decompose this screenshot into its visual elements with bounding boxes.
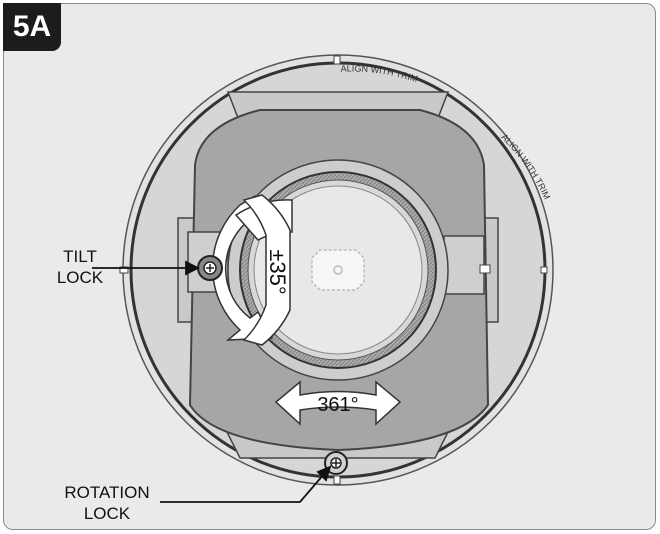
tilt-lock-leader xyxy=(92,260,201,276)
top-rim-notch xyxy=(333,55,341,65)
rotation-lock-label: ROTATION LOCK xyxy=(52,482,162,524)
rotation-lock-label-line1: ROTATION xyxy=(64,483,150,502)
tilt-arc-band xyxy=(242,194,291,346)
left-notch xyxy=(119,266,129,274)
tilt-lock-label: TILT LOCK xyxy=(50,246,110,288)
right-rim-notch xyxy=(540,266,548,274)
step-badge: 5A xyxy=(3,3,61,51)
tilt-lock-label-line1: TILT xyxy=(63,247,97,266)
rotation-lock-screw xyxy=(324,451,348,475)
lens-center-icon xyxy=(311,249,365,291)
tilt-lock-screw xyxy=(197,255,223,281)
bottom-rim-notch xyxy=(333,475,341,485)
rotation-lock-label-line2: LOCK xyxy=(83,504,131,523)
tilt-lock-label-line2: LOCK xyxy=(56,268,104,287)
rotation-lock-leader xyxy=(160,465,332,503)
right-notch xyxy=(479,264,491,274)
right-mount-block xyxy=(443,235,485,295)
rotation-arc-arrow xyxy=(274,380,402,426)
tilt-arc-arrow xyxy=(211,194,274,341)
rotation-range-label: 361° xyxy=(317,394,358,416)
tilt-range-label: ±35° xyxy=(265,249,290,294)
